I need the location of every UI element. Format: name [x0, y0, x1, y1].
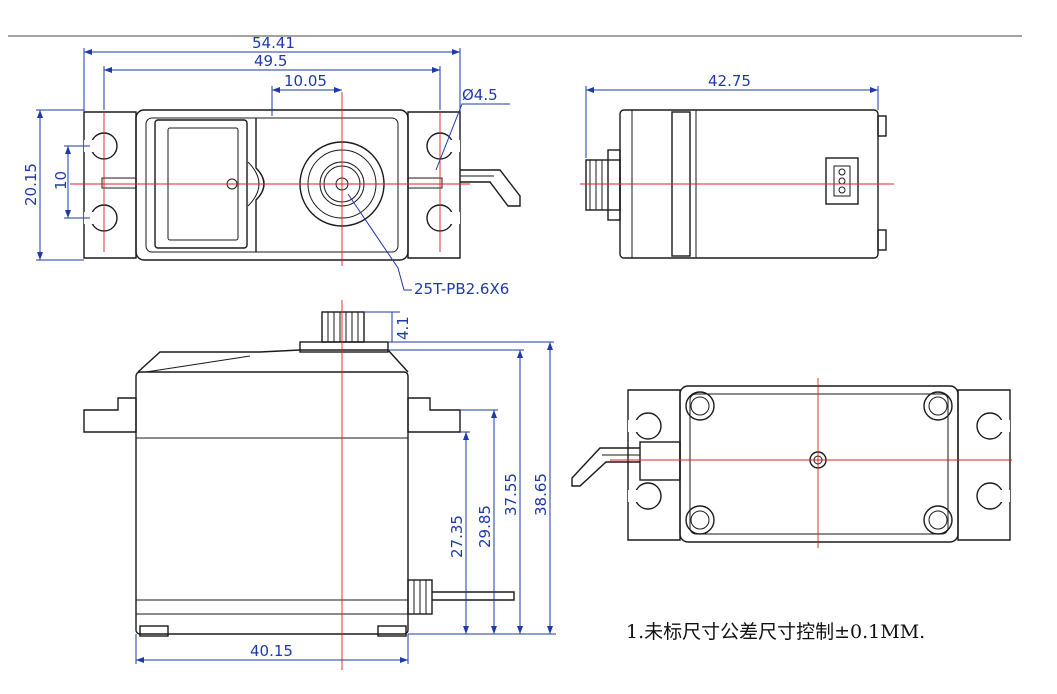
dim-length: 42.75 [708, 72, 751, 90]
dim-h4: 38.65 [532, 473, 550, 516]
top-view: 54.41 49.5 10.05 Ø4.5 25T-PB2.6X6 20.15 … [22, 34, 521, 298]
bottom-view [571, 378, 1012, 548]
dim-h1: 27.35 [448, 515, 466, 558]
side-view: 42.75 [580, 72, 894, 259]
dim-height: 20.15 [22, 163, 40, 206]
dim-h2: 29.85 [476, 505, 494, 548]
dim-spline-height: 4.1 [394, 316, 412, 340]
dim-hole-spacing: 49.5 [254, 52, 287, 70]
spline-callout: 25T-PB2.6X6 [414, 280, 509, 298]
dim-width: 40.15 [250, 642, 293, 660]
dim-overall-width: 54.41 [252, 34, 295, 52]
dim-output-offset: 10.05 [284, 72, 327, 90]
tolerance-note: 1.未标尺寸公差尺寸控制±0.1MM. [626, 621, 925, 643]
front-view: 4.1 27.35 29.85 37.55 38.65 40.15 [83, 300, 556, 670]
dim-slot-spacing: 10 [52, 171, 70, 190]
dim-hole-diameter: Ø4.5 [462, 86, 498, 104]
dim-h3: 37.55 [502, 473, 520, 516]
